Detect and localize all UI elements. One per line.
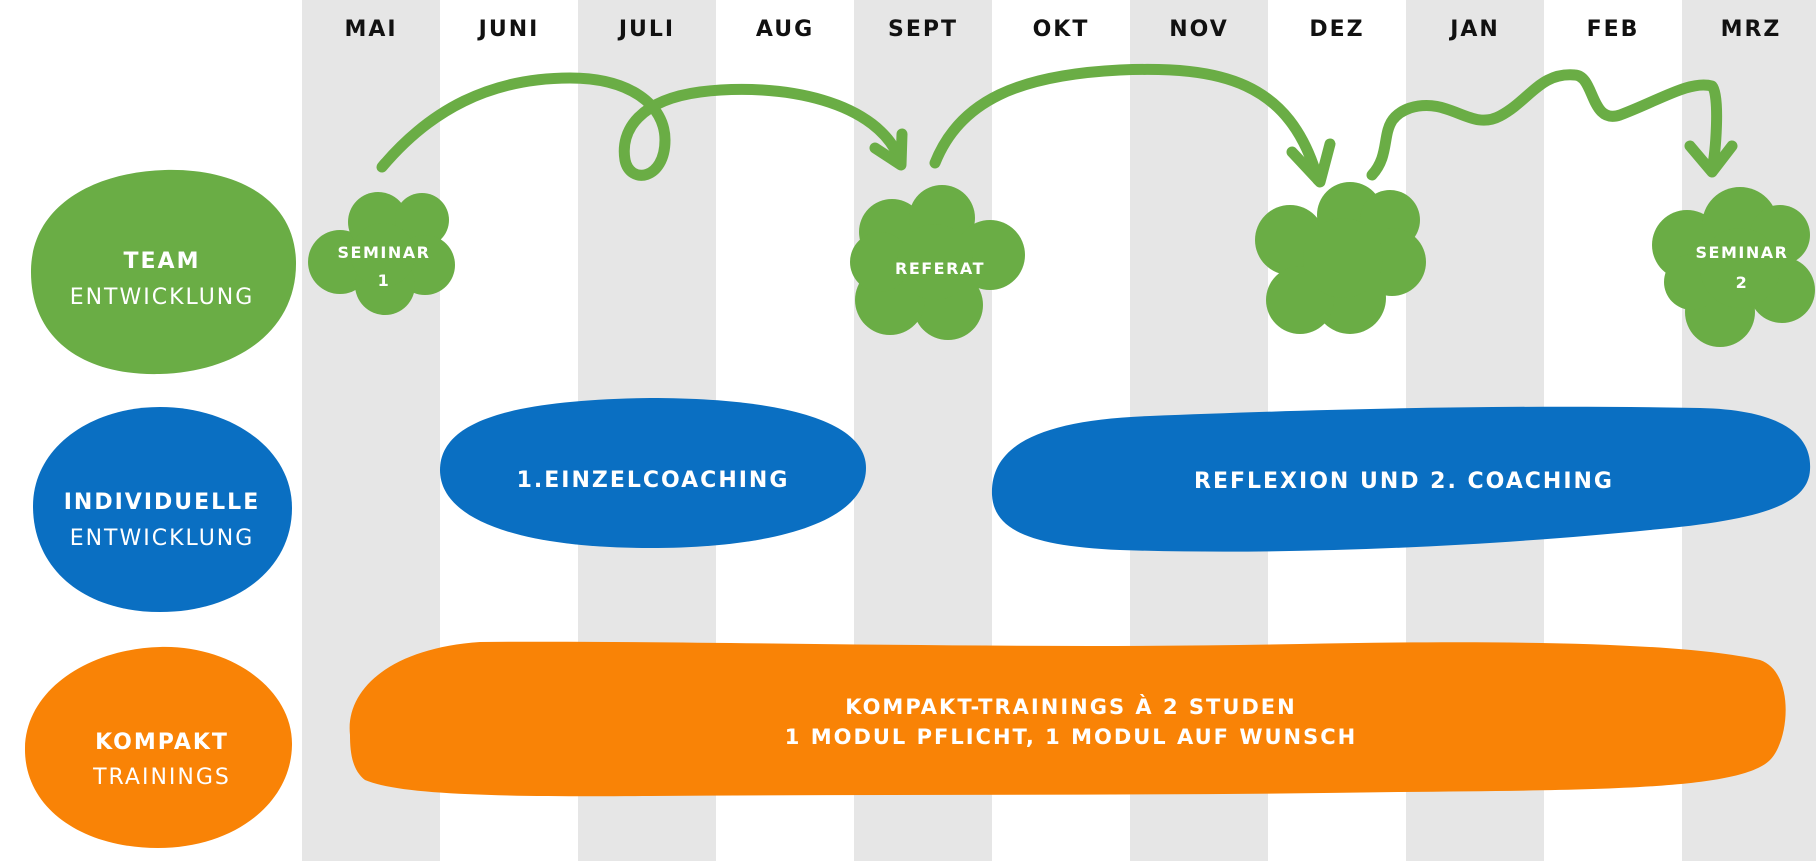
arrow-dez-to-seminar2 (1366, 69, 1723, 181)
arrow-head-seminar2 (1684, 140, 1738, 178)
category-compact-title: KOMPAKT (95, 730, 229, 755)
category-team: TEAM ENTWICKLUNG (30, 169, 297, 375)
milestone-seminar-1-line1: SEMINAR (338, 243, 431, 262)
bar-kompakt-trainings: KOMPAKT-TRAININGS À 2 STUDEN 1 MODUL PFL… (349, 641, 1786, 797)
milestone-seminar-2-line1: SEMINAR (1696, 243, 1789, 262)
cloud-lobe (1700, 228, 1780, 308)
milestone-seminar-2: SEMINAR 2 (1652, 187, 1815, 347)
category-individual: INDIVIDUELLE ENTWICKLUNG (33, 407, 292, 612)
milestone-referat-label: REFERAT (895, 259, 985, 278)
milestone-seminar-1-cloud (308, 192, 455, 315)
month-label-aug: AUG (756, 17, 814, 42)
month-label-feb: FEB (1587, 17, 1640, 42)
month-label-okt: OKT (1033, 17, 1090, 42)
cloud-lobe (395, 193, 449, 247)
category-team-subtitle: ENTWICKLUNG (70, 285, 255, 310)
month-label-nov: NOV (1169, 17, 1229, 42)
category-team-title: TEAM (124, 249, 201, 274)
milestone-seminar-2-cloud (1652, 187, 1815, 347)
milestone-dez (1255, 182, 1426, 334)
arrow-head-referat (869, 128, 908, 171)
milestone-seminar-2-line2: 2 (1736, 273, 1749, 292)
month-header-row: MAI JUNI JULI AUG SEPT OKT NOV DEZ JAN F… (344, 17, 1782, 42)
arrow-referat-to-dez (929, 63, 1324, 186)
bar-einzelcoaching: 1.EINZELCOACHING (440, 398, 866, 548)
month-label-juni: JUNI (477, 17, 540, 42)
cloud-lobe (850, 232, 910, 292)
cloud-lobe (897, 224, 973, 300)
category-team-blob (30, 169, 297, 375)
bar-reflexion-label: REFLEXION UND 2. COACHING (1194, 469, 1614, 494)
month-label-sept: SEPT (888, 17, 958, 42)
category-compact-blob (24, 646, 293, 848)
bar-einzelcoaching-label: 1.EINZELCOACHING (517, 468, 790, 493)
bar-kompakt-trainings-line2: 1 MODUL PFLICHT, 1 MODUL AUF WUNSCH (785, 725, 1357, 749)
month-label-juli: JULI (617, 17, 675, 42)
milestone-seminar-1-line2: 1 (378, 271, 391, 290)
cloud-lobe (955, 220, 1025, 290)
category-individual-blob (33, 407, 292, 612)
cloud-lobe (1303, 218, 1383, 298)
bar-einzelcoaching-shape (440, 398, 866, 548)
month-label-dez: DEZ (1309, 17, 1364, 42)
month-label-mrz: MRZ (1721, 17, 1782, 42)
milestone-referat: REFERAT (850, 185, 1025, 340)
category-individual-subtitle: ENTWICKLUNG (70, 526, 255, 551)
cloud-lobe (351, 223, 415, 287)
category-individual-title: INDIVIDUELLE (64, 490, 260, 515)
month-label-mai: MAI (344, 17, 397, 42)
arrow-head-dez (1286, 138, 1336, 188)
milestone-referat-cloud (850, 185, 1025, 340)
milestone-dez-cloud (1255, 182, 1426, 334)
bar-reflexion: REFLEXION UND 2. COACHING (991, 406, 1811, 552)
milestone-seminar-1: SEMINAR 1 (308, 192, 455, 315)
category-compact: KOMPAKT TRAININGS (24, 646, 293, 848)
bar-kompakt-trainings-shape (349, 641, 1786, 797)
category-compact-subtitle: TRAININGS (92, 765, 231, 790)
arrow-seminar1-to-referat (376, 72, 907, 181)
bar-kompakt-trainings-line1: KOMPAKT-TRAININGS À 2 STUDEN (845, 694, 1296, 719)
team-arrows (376, 63, 1738, 188)
bar-reflexion-shape (991, 406, 1811, 552)
month-label-jan: JAN (1448, 17, 1500, 42)
